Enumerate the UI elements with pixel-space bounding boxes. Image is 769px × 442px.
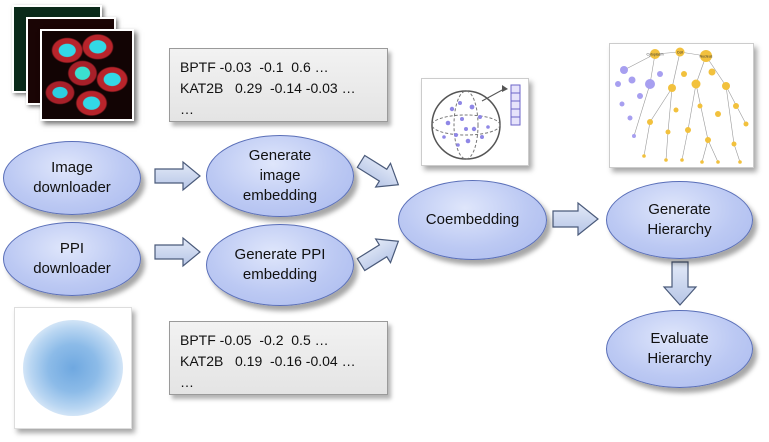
evaluate-hierarchy-node: Evaluate Hierarchy xyxy=(606,310,753,388)
arrow-ppi-to-embedding xyxy=(154,236,201,268)
arrow-ppi-embedding-to-coembedding xyxy=(356,238,400,272)
microscopy-image-front xyxy=(40,29,134,121)
sphere-graphic xyxy=(431,84,521,160)
microscopy-image-stack xyxy=(12,5,142,123)
generate-image-embedding-node: Generate image embedding xyxy=(206,135,354,217)
evaluate-hierarchy-label: Evaluate Hierarchy xyxy=(647,330,712,367)
generate-hierarchy-node: Generate Hierarchy xyxy=(606,181,753,259)
hierarchy-label-1: Cytoplasm xyxy=(647,53,664,57)
arrow-generate-to-evaluate xyxy=(662,261,698,306)
ppi-network-thumbnail xyxy=(14,307,132,429)
hierarchy-thumbnail: Cytoplasm Cell Nucleus xyxy=(609,43,754,168)
ppi-embedding-row-1: BPTF -0.05 -0.2 0.5 … xyxy=(180,332,329,348)
image-embedding-row-2: KAT2B 0.29 -0.14 -0.03 … xyxy=(180,80,356,96)
generate-ppi-embedding-node: Generate PPI embedding xyxy=(206,224,354,306)
hierarchy-graphic: Cytoplasm Cell Nucleus xyxy=(615,47,749,164)
image-embedding-box: BPTF -0.03 -0.1 0.6 … KAT2B 0.29 -0.14 -… xyxy=(169,48,388,122)
ppi-embedding-row-3: … xyxy=(180,374,194,390)
coembedding-node: Coembedding xyxy=(398,180,547,260)
ppi-embedding-box: BPTF -0.05 -0.2 0.5 … KAT2B 0.19 -0.16 -… xyxy=(169,321,388,395)
coembedding-label: Coembedding xyxy=(425,211,520,228)
image-embedding-row-3: … xyxy=(180,101,194,117)
generate-image-embedding-label: Generate image embedding xyxy=(242,147,318,204)
hierarchy-label-3: Nucleus xyxy=(700,55,713,59)
image-downloader-label: Image downloader xyxy=(33,159,111,196)
generate-ppi-embedding-label: Generate PPI embedding xyxy=(234,246,326,283)
image-embedding-row-1: BPTF -0.03 -0.1 0.6 … xyxy=(180,59,329,75)
arrow-coembedding-to-hierarchy xyxy=(552,201,599,237)
ppi-downloader-node: PPI downloader xyxy=(3,222,141,296)
coembedding-sphere-thumbnail xyxy=(421,78,529,166)
image-downloader-node: Image downloader xyxy=(3,141,141,215)
ppi-embedding-row-2: KAT2B 0.19 -0.16 -0.04 … xyxy=(180,353,356,369)
ppi-network-cloud xyxy=(23,320,123,416)
ppi-downloader-label: PPI downloader xyxy=(33,240,111,277)
arrow-image-embedding-to-coembedding xyxy=(356,154,400,188)
generate-hierarchy-label: Generate Hierarchy xyxy=(647,201,712,238)
arrow-image-to-embedding xyxy=(154,160,201,192)
hierarchy-label-2: Cell xyxy=(677,51,683,55)
